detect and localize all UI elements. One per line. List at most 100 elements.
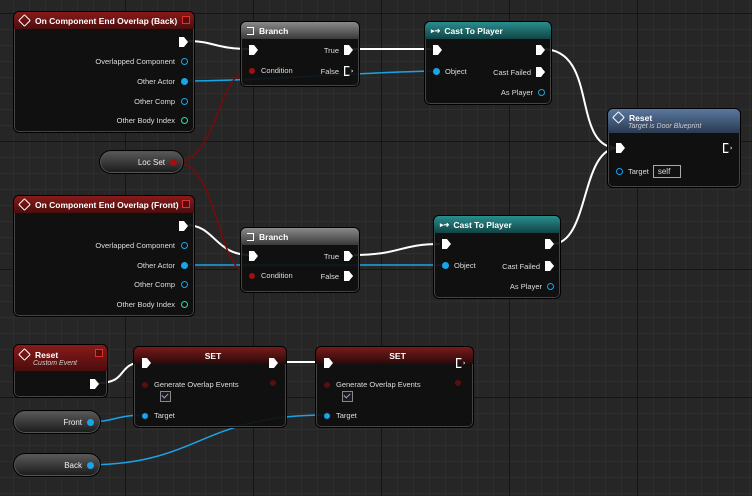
- pin-condition[interactable]: Condition: [249, 271, 293, 280]
- exec-out-pin[interactable]: [269, 358, 278, 368]
- exec-pin-icon: [249, 251, 258, 261]
- node-header: Branch: [241, 228, 359, 245]
- pin-label: Other Comp: [134, 97, 175, 106]
- int-pin-icon: [181, 117, 188, 124]
- exec-out-pin[interactable]: [456, 358, 465, 368]
- pin-object[interactable]: Object: [442, 261, 476, 270]
- pin-target[interactable]: Target: [142, 411, 175, 420]
- object-pin-icon: [547, 283, 554, 290]
- exec-in-pin[interactable]: [324, 358, 333, 368]
- pin-true[interactable]: True: [324, 251, 353, 261]
- pin-cast-failed[interactable]: Cast Failed: [502, 261, 554, 271]
- variable-loc-set[interactable]: Loc Set: [99, 150, 184, 174]
- exec-out-pin[interactable]: [545, 239, 554, 249]
- pin-label: Cast Failed: [493, 67, 531, 77]
- pin-other-body-index[interactable]: Other Body Index: [117, 116, 188, 125]
- branch-node-bottom[interactable]: Branch Condition True False: [240, 227, 360, 293]
- pin-overlapped-component[interactable]: Overlapped Component: [95, 57, 188, 66]
- pin-true[interactable]: True: [324, 45, 353, 55]
- pin-other-actor[interactable]: Other Actor: [137, 77, 188, 86]
- object-pin-icon[interactable]: [87, 418, 94, 426]
- node-subtitle: Custom Event: [33, 359, 77, 367]
- variable-front[interactable]: Front: [13, 410, 101, 434]
- node-title: Reset: [629, 112, 653, 123]
- object-pin-icon[interactable]: [87, 461, 94, 469]
- pin-condition[interactable]: Condition: [249, 66, 293, 75]
- pin-overlapped-component[interactable]: Overlapped Component: [95, 241, 188, 250]
- branch-icon: [247, 26, 254, 35]
- node-title: Cast To Player: [444, 25, 503, 36]
- exec-in-pin[interactable]: [249, 45, 258, 55]
- pin-false[interactable]: False: [321, 66, 353, 76]
- object-pin-icon: [142, 412, 148, 419]
- pin-label: As Player: [509, 282, 542, 291]
- pin-object[interactable]: Object: [433, 67, 467, 76]
- cast-node-top[interactable]: ▸➜ Cast To Player Object Cast Failed As …: [424, 21, 552, 105]
- exec-out-pin[interactable]: [536, 45, 545, 55]
- pin-generate-overlap-events[interactable]: Generate Overlap Events: [324, 380, 421, 389]
- function-node-reset[interactable]: Reset Target is Door Blueprint Target se…: [607, 108, 741, 188]
- pin-target[interactable]: Target self: [616, 165, 681, 178]
- exec-in-pin[interactable]: [249, 251, 258, 261]
- pin-other-body-index[interactable]: Other Body Index: [117, 300, 188, 309]
- pin-other-comp[interactable]: Other Comp: [134, 280, 188, 289]
- pin-target[interactable]: Target: [324, 411, 357, 420]
- node-header: Reset Custom Event: [14, 345, 107, 371]
- object-pin-icon: [324, 412, 330, 419]
- event-node-overlap-back[interactable]: On Component End Overlap (Back) Overlapp…: [13, 11, 195, 133]
- set-node-2[interactable]: SET Generate Overlap Events Target: [315, 346, 474, 428]
- exec-out-pin[interactable]: [90, 379, 99, 389]
- generate-overlap-events-checkbox[interactable]: [160, 391, 171, 402]
- delegate-pin-icon[interactable]: [182, 16, 190, 24]
- exec-out-pin[interactable]: [179, 221, 188, 231]
- function-icon: [612, 111, 625, 124]
- pin-label: Other Actor: [137, 261, 175, 270]
- pin-label: Other Actor: [137, 77, 175, 86]
- pin-label: Overlapped Component: [95, 241, 175, 250]
- pin-other-comp[interactable]: Other Comp: [134, 97, 188, 106]
- pin-as-player[interactable]: As Player: [501, 88, 545, 97]
- output-bool-pin[interactable]: [270, 380, 276, 386]
- object-pin-icon: [442, 262, 449, 269]
- custom-event-node-reset[interactable]: Reset Custom Event: [13, 344, 108, 398]
- pin-label: Cast Failed: [502, 261, 540, 271]
- pin-other-actor[interactable]: Other Actor: [137, 261, 188, 270]
- branch-node-top[interactable]: Branch Condition True False: [240, 21, 360, 87]
- exec-pin-icon: [442, 239, 451, 249]
- pin-label: Target: [628, 167, 649, 176]
- cast-node-bottom[interactable]: ▸➜ Cast To Player Object Cast Failed As …: [433, 215, 561, 299]
- set-node-1[interactable]: SET Generate Overlap Events Target: [133, 346, 287, 428]
- pin-label: Target: [154, 411, 175, 420]
- exec-in-pin[interactable]: [142, 358, 151, 368]
- output-bool-pin[interactable]: [455, 380, 461, 386]
- object-pin-icon: [181, 281, 188, 288]
- int-pin-icon: [181, 301, 188, 308]
- target-self-input[interactable]: self: [652, 165, 681, 178]
- bool-pin-icon[interactable]: [170, 158, 177, 166]
- exec-in-pin[interactable]: [616, 143, 625, 153]
- exec-in-pin[interactable]: [433, 45, 442, 55]
- pin-as-player[interactable]: As Player: [510, 282, 554, 291]
- exec-pin-icon: [616, 143, 625, 153]
- pin-cast-failed[interactable]: Cast Failed: [493, 67, 545, 77]
- generate-overlap-events-checkbox[interactable]: [342, 391, 353, 402]
- variable-label: Loc Set: [137, 157, 165, 167]
- exec-in-pin[interactable]: [442, 239, 451, 249]
- exec-out-pin[interactable]: [179, 37, 188, 47]
- node-header: SET: [316, 347, 473, 364]
- exec-pin-icon: [142, 358, 151, 368]
- exec-out-pin[interactable]: [723, 143, 732, 153]
- variable-back[interactable]: Back: [13, 453, 101, 477]
- delegate-pin-icon[interactable]: [95, 349, 103, 357]
- event-node-overlap-front[interactable]: On Component End Overlap (Front) Overlap…: [13, 195, 195, 317]
- node-header: ▸➜ Cast To Player: [434, 216, 560, 233]
- node-header: Branch: [241, 22, 359, 39]
- pin-label: True: [323, 251, 339, 261]
- node-title: On Component End Overlap (Front): [35, 199, 179, 210]
- pin-label: Target: [336, 411, 357, 420]
- pin-false[interactable]: False: [321, 271, 353, 281]
- pin-generate-overlap-events[interactable]: Generate Overlap Events: [142, 380, 239, 389]
- delegate-pin-icon[interactable]: [182, 200, 190, 208]
- pin-label: Object: [454, 261, 476, 270]
